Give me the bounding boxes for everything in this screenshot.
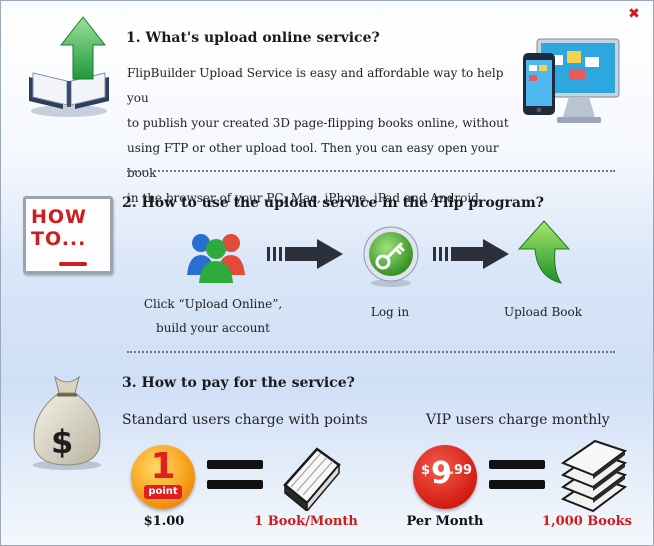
upload-book-icon (29, 16, 109, 117)
vip-users-label: VIP users charge monthly (426, 412, 610, 428)
upload-arrow-icon (517, 220, 571, 284)
users-group-icon (187, 234, 245, 283)
close-icon[interactable]: ✖ (628, 6, 640, 22)
equals-icon (489, 480, 545, 489)
step-caption-line: Click “Upload Online”, (143, 297, 283, 311)
standard-quota: 1 Book/Month (254, 514, 358, 529)
section-divider (127, 170, 615, 172)
vip-badge-cents: .99 (449, 463, 473, 478)
vip-badge-dollar: $ (421, 463, 431, 478)
description-line: FlipBuilder Upload Service is easy and a… (127, 66, 504, 105)
description-line: in the browser of your PC, Mac, iPhone, … (127, 191, 483, 205)
section1-heading: 1. What's upload online service? (126, 30, 380, 46)
equals-icon (207, 460, 263, 469)
point-badge-word: point (144, 485, 182, 499)
howto-sign-text: HOW TO... (31, 206, 88, 250)
step-arrow-icon (267, 239, 343, 269)
standard-users-label: Standard users charge with points (122, 412, 368, 428)
section2-heading: 2. How to use the upload service in the … (122, 195, 545, 211)
step-caption-line: build your account (156, 321, 270, 335)
money-bag-icon: $ (33, 375, 101, 470)
service-description: FlipBuilder Upload Service is easy and a… (127, 61, 512, 211)
book-stack-icon (560, 439, 628, 513)
equals-icon (207, 480, 263, 489)
section3-heading: 3. How to pay for the service? (122, 375, 355, 391)
vip-price: Per Month (406, 514, 484, 529)
devices-icon (523, 38, 620, 123)
standard-price: $1.00 (143, 514, 185, 529)
description-line: to publish your created 3D page-flipping… (127, 116, 509, 130)
vip-price-badge-icon: $ 9 .99 (413, 445, 477, 509)
step-arrow-icon (433, 239, 509, 269)
vip-badge-integer: 9 (431, 456, 452, 491)
svg-text:$: $ (51, 423, 73, 461)
step-caption-login: Log in (370, 305, 410, 319)
login-key-icon (363, 226, 419, 287)
section-divider (127, 351, 615, 353)
step-caption-upload-online: Click “Upload Online”, build your accoun… (137, 292, 289, 340)
equals-icon (489, 460, 545, 469)
point-badge-number: 1 (150, 446, 176, 487)
single-book-icon (283, 447, 341, 511)
description-line: using FTP or other upload tool. Then you… (127, 141, 499, 180)
howto-board-icon: HOW TO... (23, 196, 113, 274)
vip-quota: 1,000 Books (542, 514, 632, 529)
point-badge-icon: 1 point (131, 445, 195, 509)
step-caption-upload-book: Upload Book (503, 305, 583, 319)
